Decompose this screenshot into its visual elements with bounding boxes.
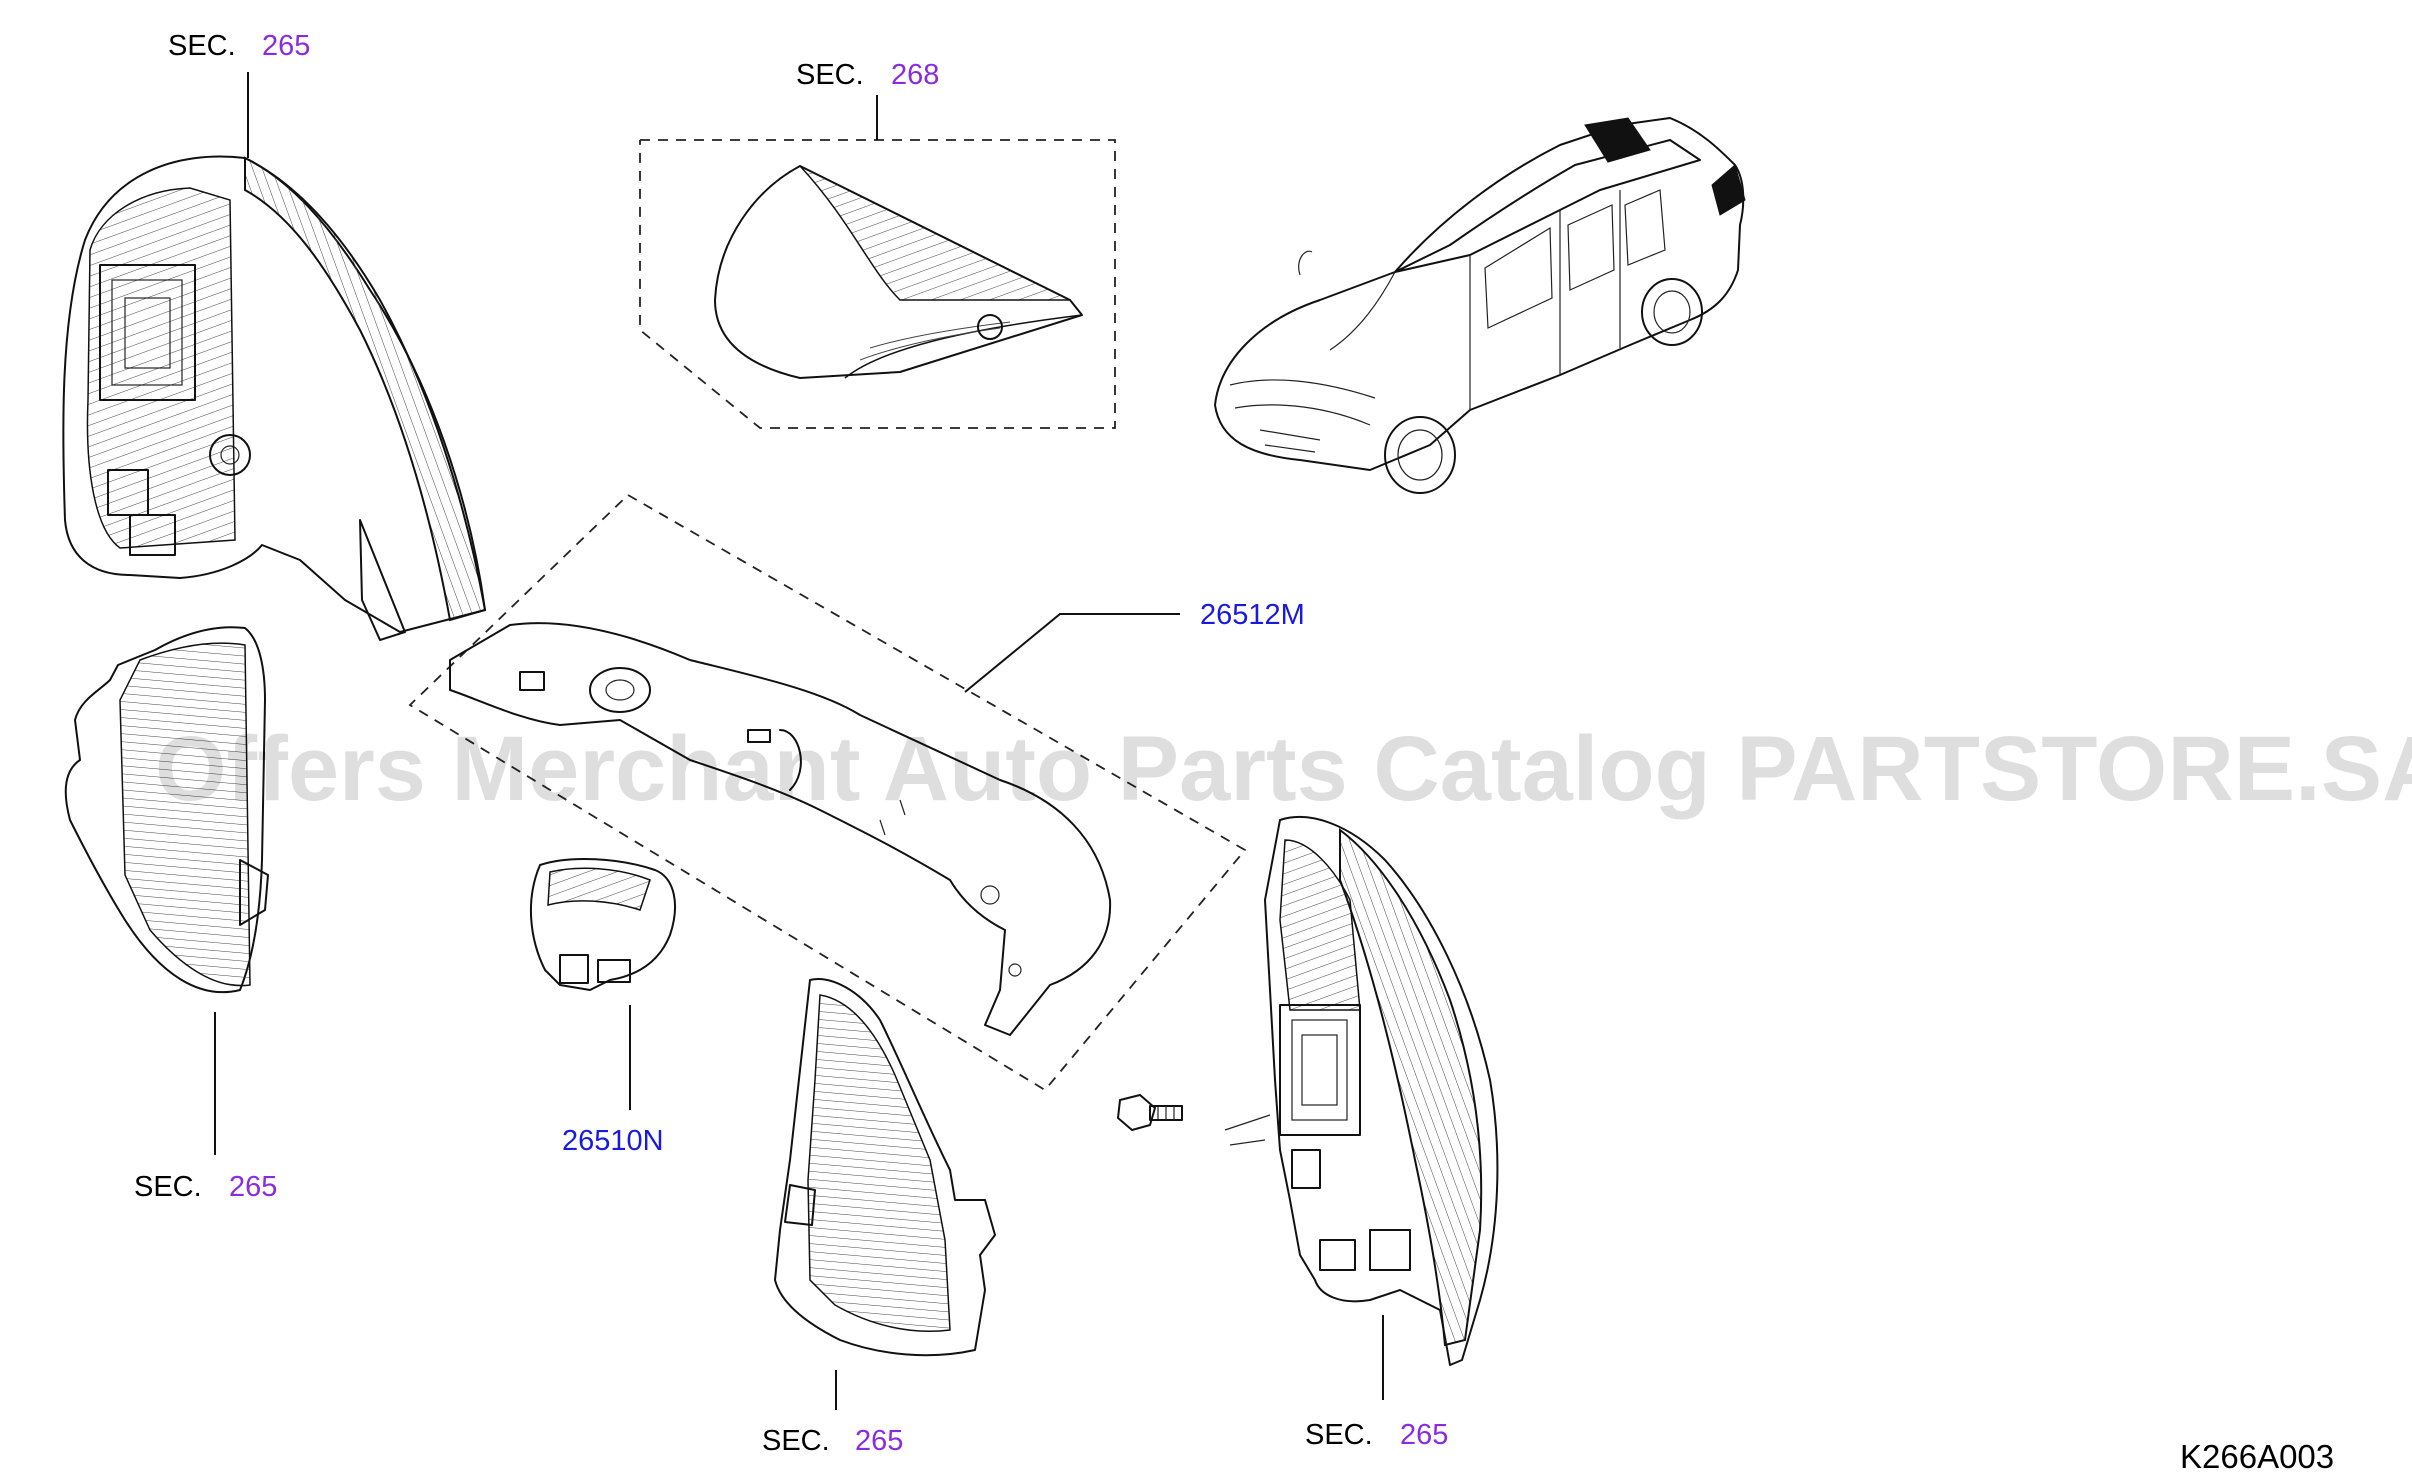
sec-ref-bottom-left: SEC. 265 (134, 1171, 277, 1203)
sec-prefix: SEC. (168, 30, 236, 62)
lamp-screw (1117, 1094, 1271, 1146)
sec-number: 268 (891, 59, 939, 91)
sec-prefix: SEC. (796, 59, 864, 91)
sec-ref-rear-window: SEC. 268 (796, 59, 939, 91)
sec-ref-top-left: SEC. 265 (168, 30, 310, 62)
sec-number: 265 (1400, 1419, 1448, 1451)
svg-text:Offers Merchant Auto Parts Cat: Offers Merchant Auto Parts Catalog PARTS… (155, 718, 2412, 820)
rear-lamp-inner-panel-center (774, 978, 996, 1357)
diagram-code: K266A003 (2180, 1438, 2334, 1475)
license-plate-lamp (530, 858, 676, 991)
rear-combination-lamp-right (1264, 816, 1499, 1366)
part-number-26510N[interactable]: 26510N (562, 1125, 664, 1157)
vehicle-locator-illustration (1214, 117, 1746, 494)
rear-combination-lamp-upper-left (62, 155, 487, 641)
sec-number: 265 (855, 1425, 903, 1457)
rear-finisher-part (408, 494, 1247, 1092)
watermark: Offers Merchant Auto Parts Catalog PARTS… (155, 718, 2412, 820)
sec-prefix: SEC. (1305, 1419, 1373, 1451)
sec-number: 265 (229, 1171, 277, 1203)
sec-prefix: SEC. (134, 1171, 202, 1203)
sec-ref-bottom-center: SEC. 265 (762, 1425, 903, 1457)
leader-lines (214, 72, 1384, 1410)
rear-lamp-inner-panel-left (64, 626, 269, 994)
rear-window-glass (639, 139, 1116, 429)
part-number-26512M[interactable]: 26512M (1200, 599, 1305, 631)
sec-ref-bottom-right: SEC. 265 (1305, 1419, 1448, 1451)
sec-number: 265 (262, 30, 310, 62)
sec-prefix: SEC. (762, 1425, 830, 1457)
